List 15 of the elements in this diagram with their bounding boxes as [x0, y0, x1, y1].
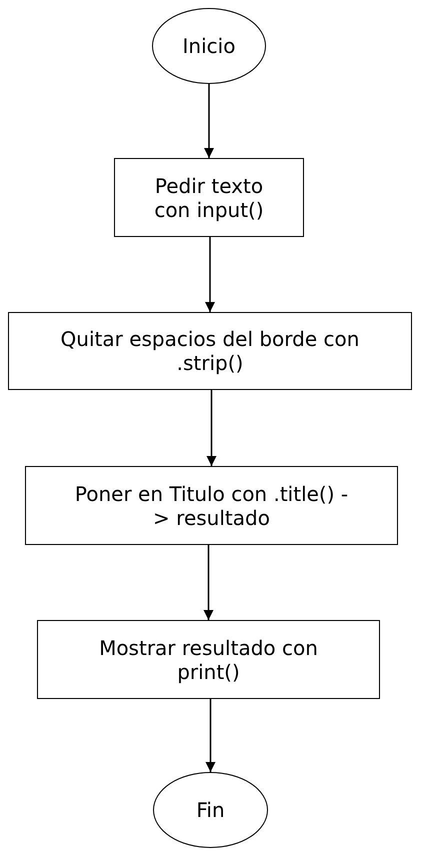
arrow: [205, 237, 215, 312]
process-box: [114, 158, 304, 237]
arrow: [204, 545, 214, 620]
node-label: Mostrar resultado con print(): [98, 636, 319, 684]
arrow: [204, 84, 214, 158]
process-box: [37, 620, 380, 699]
node-label: Quitar espacios del borde con .strip(): [60, 327, 360, 375]
process-box: [8, 312, 412, 390]
node-label: Inicio: [182, 34, 236, 58]
node-label: Pedir texto con input(): [153, 174, 265, 222]
node-label: Fin: [196, 798, 225, 822]
process-box: [25, 466, 398, 545]
arrow: [206, 699, 216, 772]
node-label: Poner en Titulo con .title() -> resultado: [74, 482, 350, 530]
arrow: [206, 390, 216, 466]
